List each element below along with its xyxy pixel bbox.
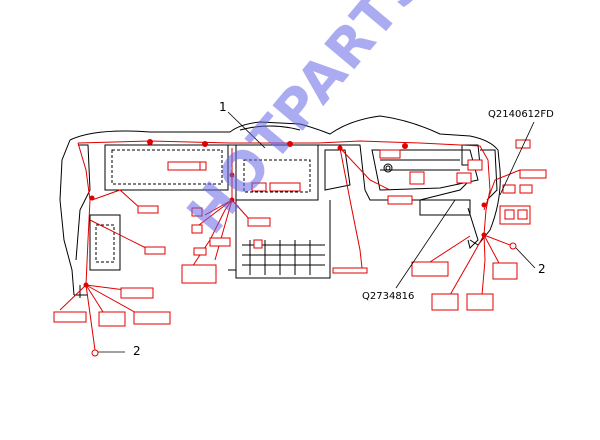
leader-lines: [98, 111, 536, 353]
leader-end-circles: [91, 242, 517, 357]
dashboard-outline: [59, 115, 501, 298]
callout-1-label: 1: [219, 100, 227, 114]
callout-2-left-label: 2: [133, 344, 141, 358]
connector-dots: [83, 139, 487, 288]
connector-tags: [53, 139, 547, 327]
callout-2-right-label: 2: [538, 262, 546, 276]
part-number-bottom: Q2734816: [362, 291, 415, 302]
part-number-top-right: Q2140612FD: [488, 109, 554, 120]
